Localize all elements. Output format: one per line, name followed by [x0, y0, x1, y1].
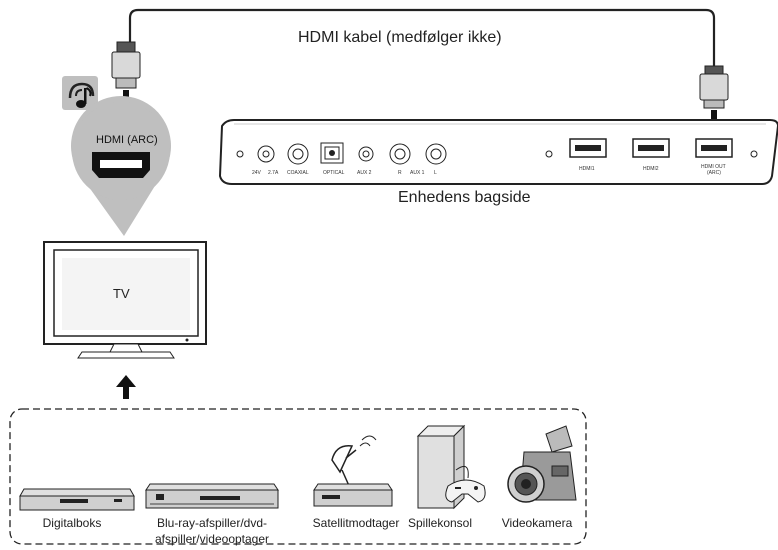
hdmi-out-label: HDMI OUT — [701, 164, 726, 170]
hdmi-connector-right — [699, 65, 729, 109]
hdmi-arc-label: HDMI (ARC) — [96, 134, 158, 146]
satellite-receiver-icon — [313, 435, 393, 507]
r-label: R — [398, 170, 402, 176]
power-label-a: 2.7A — [268, 170, 279, 176]
device-label-satellite: Satellitmodtager — [313, 516, 400, 530]
video-camera-icon — [507, 425, 577, 503]
hdmi-out-arc-label: (ARC) — [707, 170, 721, 176]
coaxial-label: COAXIAL — [287, 170, 309, 176]
tv-label: TV — [113, 286, 130, 301]
device-label-console: Spillekonsol — [408, 516, 472, 530]
music-note-icon — [62, 76, 98, 110]
back-panel: 24V 2.7A COAXIAL OPTICAL AUX 2 R AUX 1 L… — [218, 119, 778, 185]
hdmi-arc-callout: HDMI (ARC) — [71, 96, 171, 237]
hdmi2-label: HDMI2 — [643, 166, 659, 172]
arrow-up-icon — [116, 375, 136, 399]
device-label-digitalboks: Digitalboks — [43, 516, 102, 530]
aux2-label: AUX 2 — [357, 170, 372, 176]
digital-box-icon — [19, 488, 135, 511]
source-devices-frame — [9, 408, 587, 545]
back-panel-label: Enhedens bagside — [398, 189, 531, 206]
hdmi-cable — [128, 8, 716, 66]
hdmi1-label: HDMI1 — [579, 166, 595, 172]
game-console-icon — [416, 424, 486, 510]
aux1-label: AUX 1 — [410, 170, 425, 176]
cable-label: HDMI kabel (medfølger ikke) — [298, 29, 502, 46]
device-label-bluray-line2: afspiller/videooptager — [155, 532, 269, 546]
hdmi-connector-left — [111, 41, 141, 89]
bluray-player-icon — [145, 483, 279, 509]
optical-label: OPTICAL — [323, 170, 345, 176]
device-label-bluray: Blu-ray-afspiller/dvd- — [157, 516, 267, 530]
l-label: L — [434, 170, 437, 176]
tv — [43, 241, 207, 359]
device-label-camera: Videokamera — [502, 516, 573, 530]
power-label-v: 24V — [252, 170, 262, 176]
